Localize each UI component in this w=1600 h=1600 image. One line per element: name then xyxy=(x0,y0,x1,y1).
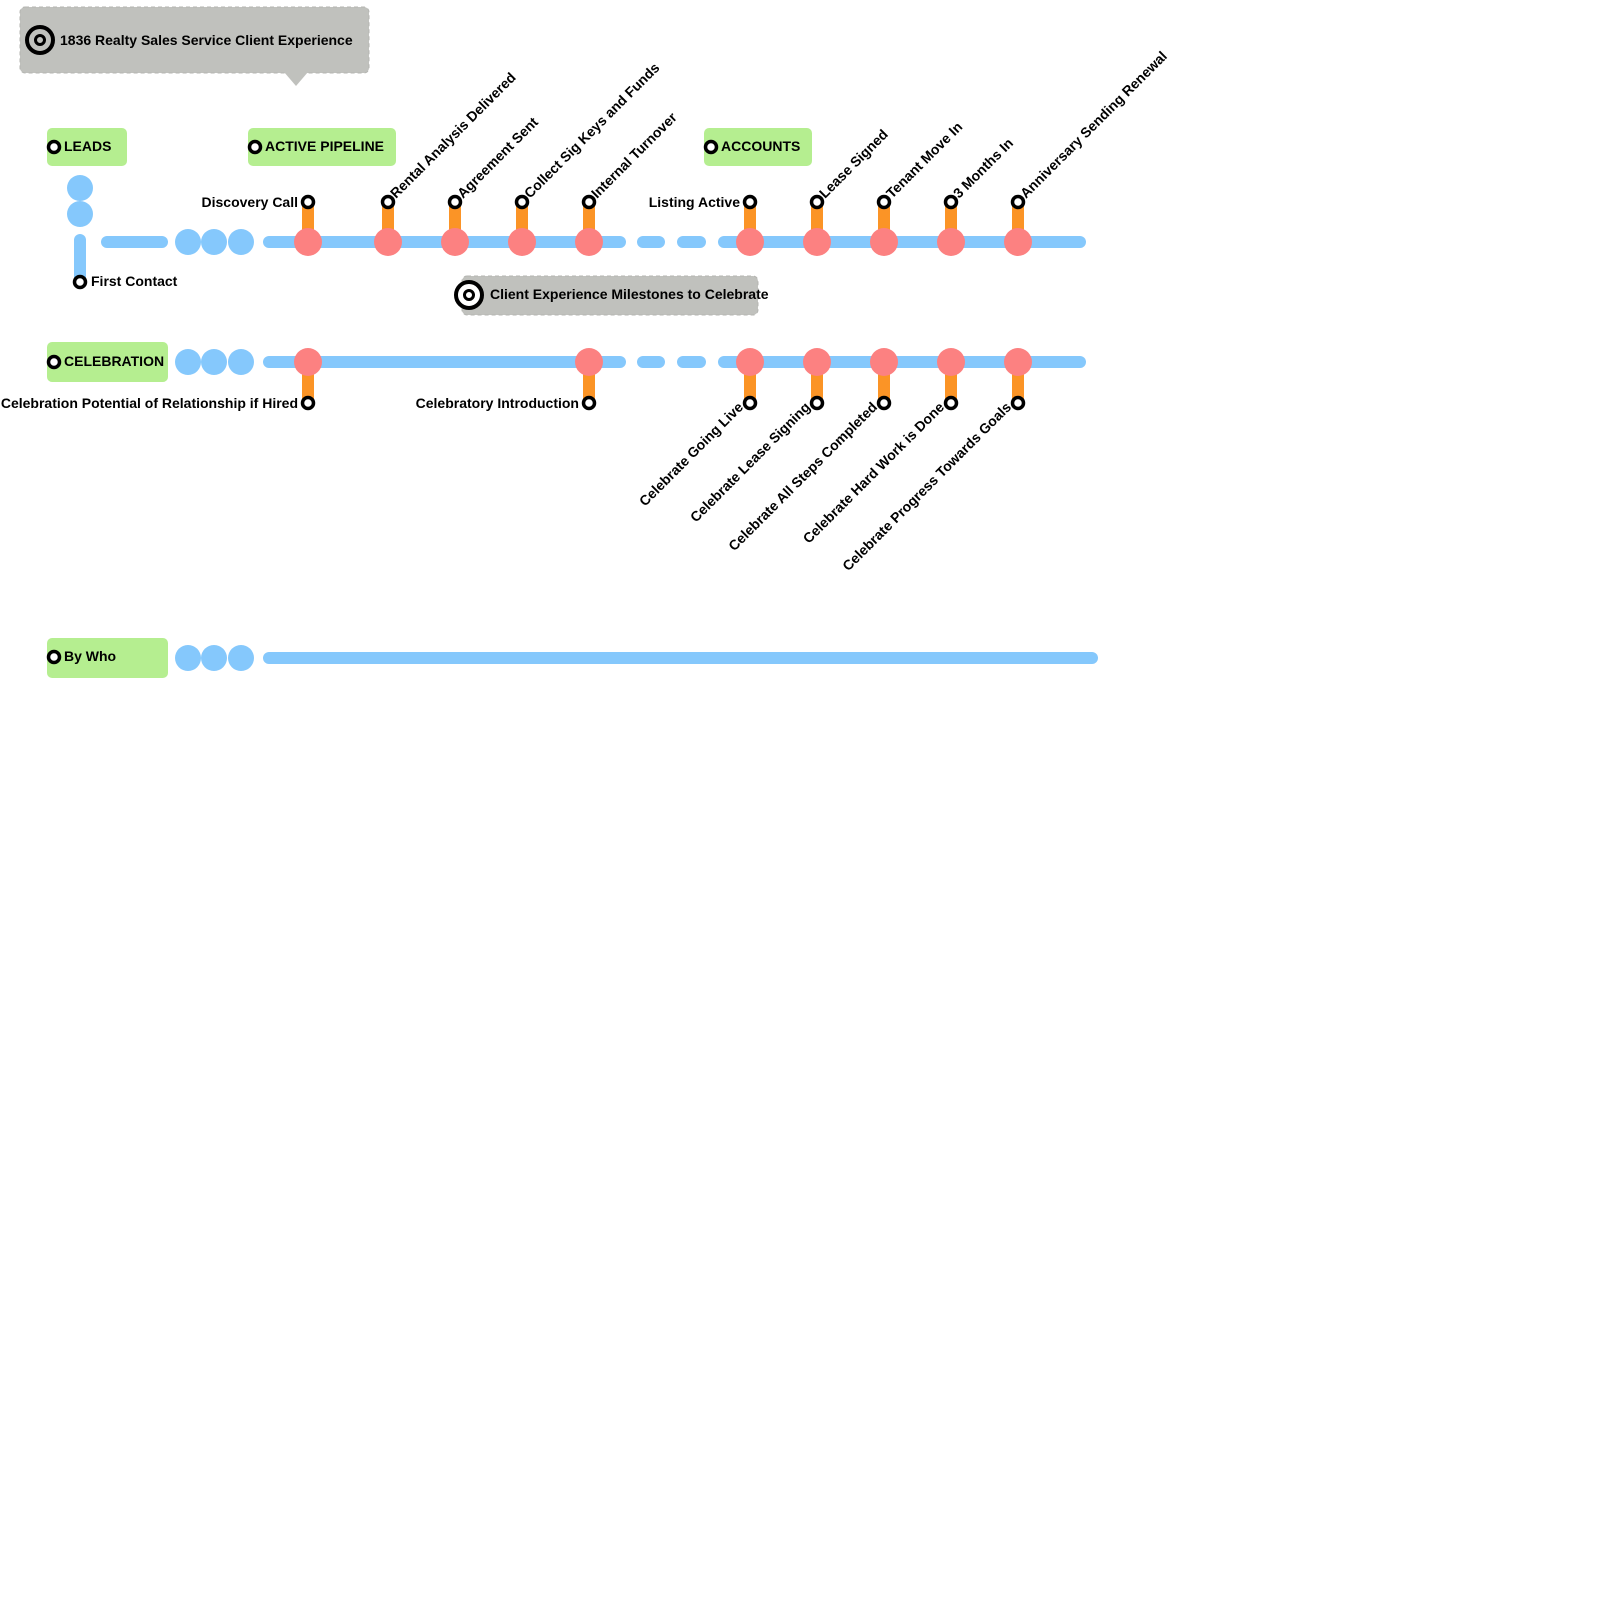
track-dot xyxy=(67,201,93,227)
lane-label: By Who xyxy=(64,648,116,664)
lane-active-pipeline[interactable]: ACTIVE PIPELINE xyxy=(247,128,396,166)
station-label: Listing Active xyxy=(649,194,740,210)
station-label: Discovery Call xyxy=(202,194,299,210)
station-label: Lease Signed xyxy=(816,126,891,201)
title-callout[interactable]: 1836 Realty Sales Service Client Experie… xyxy=(19,6,370,86)
station-label: Celebrate All Steps Completed xyxy=(725,399,880,554)
station[interactable]: Celebrate Progress Towards Goals xyxy=(839,348,1032,574)
title-callout-pointer xyxy=(284,72,308,86)
station-dot[interactable] xyxy=(575,348,603,376)
station-marker[interactable] xyxy=(809,194,825,210)
station-dot[interactable] xyxy=(508,228,536,256)
station-dot[interactable] xyxy=(736,348,764,376)
track-dot xyxy=(201,229,227,255)
station-marker[interactable] xyxy=(809,395,825,411)
lane-leads[interactable]: LEADS xyxy=(46,128,127,166)
first-contact-marker[interactable] xyxy=(72,274,88,290)
target-icon xyxy=(454,280,484,310)
station-dot[interactable] xyxy=(1004,228,1032,256)
station-dot[interactable] xyxy=(294,348,322,376)
station-dot[interactable] xyxy=(937,228,965,256)
station-marker[interactable] xyxy=(742,194,758,210)
station-marker[interactable] xyxy=(1010,395,1026,411)
station-label: Anniversary Sending Renewal xyxy=(1017,48,1170,201)
station[interactable]: Celebration Potential of Relationship if… xyxy=(1,348,322,411)
station-marker[interactable] xyxy=(300,395,316,411)
station-dot[interactable] xyxy=(803,348,831,376)
station-marker[interactable] xyxy=(1010,194,1026,210)
title-box xyxy=(19,6,370,74)
lane-marker-icon xyxy=(46,139,62,155)
track-dot xyxy=(175,645,201,671)
lane-label: ACCOUNTS xyxy=(721,138,800,154)
station-dot[interactable] xyxy=(575,228,603,256)
milestones-callout[interactable]: Client Experience Milestones to Celebrat… xyxy=(454,275,769,316)
station-marker[interactable] xyxy=(742,395,758,411)
track-dot xyxy=(67,175,93,201)
station-dot[interactable] xyxy=(1004,348,1032,376)
station-dot[interactable] xyxy=(736,228,764,256)
station-label: Celebrate Hard Work is Done xyxy=(800,399,948,547)
station-dot[interactable] xyxy=(870,228,898,256)
station-marker[interactable] xyxy=(943,395,959,411)
station[interactable]: Discovery Call xyxy=(202,194,323,256)
track-dot xyxy=(201,349,227,375)
station-label: 3 Months In xyxy=(950,135,1016,201)
track-dot xyxy=(228,645,254,671)
target-icon xyxy=(25,25,55,55)
station-label: Celebrate Lease Signing xyxy=(687,399,813,525)
track-dot xyxy=(201,645,227,671)
leads-connector: First Contact xyxy=(67,175,178,290)
lane-label: CELEBRATION xyxy=(64,353,164,369)
station-marker[interactable] xyxy=(581,395,597,411)
title-text: 1836 Realty Sales Service Client Experie… xyxy=(60,32,353,48)
milestones-text: Client Experience Milestones to Celebrat… xyxy=(490,286,769,302)
lane-marker-icon xyxy=(46,649,62,665)
track-dot xyxy=(228,229,254,255)
first-contact-label: First Contact xyxy=(91,273,178,289)
station[interactable]: Listing Active xyxy=(649,194,764,256)
station-marker[interactable] xyxy=(380,194,396,210)
station-marker[interactable] xyxy=(300,194,316,210)
station-dot[interactable] xyxy=(937,348,965,376)
track-dot xyxy=(175,229,201,255)
lane-box xyxy=(47,128,127,166)
station-dot[interactable] xyxy=(441,228,469,256)
lane-accounts[interactable]: ACCOUNTS xyxy=(703,128,812,166)
station-dot[interactable] xyxy=(803,228,831,256)
lane-box xyxy=(248,128,396,166)
track-dot xyxy=(175,349,201,375)
lane-label: LEADS xyxy=(64,138,111,154)
lane-box xyxy=(47,638,168,678)
lane-by-who[interactable]: By Who xyxy=(46,638,168,678)
station-marker[interactable] xyxy=(447,194,463,210)
lane-label: ACTIVE PIPELINE xyxy=(265,138,384,154)
station-label: Celebratory Introduction xyxy=(416,395,579,411)
station-label: Rental Analysis Delivered xyxy=(387,69,519,201)
station-marker[interactable] xyxy=(876,395,892,411)
station-label: Celebration Potential of Relationship if… xyxy=(1,395,298,411)
station-dot[interactable] xyxy=(294,228,322,256)
station[interactable]: Celebrate Going Live xyxy=(636,348,764,509)
lane-celebration[interactable]: CELEBRATION xyxy=(46,342,168,382)
by-who-track xyxy=(175,645,1098,671)
station-dot[interactable] xyxy=(870,348,898,376)
lane-marker-icon xyxy=(46,354,62,370)
lane-box xyxy=(47,342,168,382)
station-label: Collect Sig Keys and Funds xyxy=(521,59,663,201)
track-dot xyxy=(228,349,254,375)
station[interactable]: Celebratory Introduction xyxy=(416,348,603,411)
lane-box xyxy=(704,128,812,166)
station-marker[interactable] xyxy=(943,194,959,210)
lane-marker-icon xyxy=(247,139,263,155)
station-marker[interactable] xyxy=(581,194,597,210)
station[interactable]: Anniversary Sending Renewal xyxy=(1004,48,1170,256)
station-marker[interactable] xyxy=(514,194,530,210)
lane-marker-icon xyxy=(703,139,719,155)
station-dot[interactable] xyxy=(374,228,402,256)
station-marker[interactable] xyxy=(876,194,892,210)
